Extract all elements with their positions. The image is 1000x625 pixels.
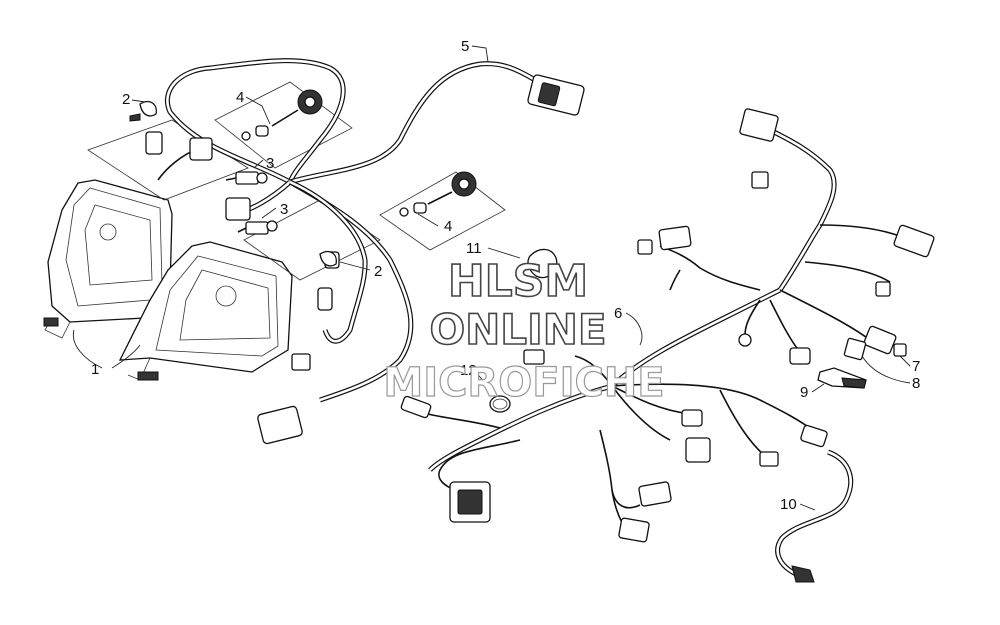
callout-4b: 4 <box>444 218 452 235</box>
callout-9: 9 <box>800 384 808 401</box>
callout-3b: 3 <box>280 201 288 218</box>
sensor-harness-10[interactable] <box>775 449 854 583</box>
bulb-socket-lower[interactable] <box>237 220 278 235</box>
callout-5: 5 <box>461 38 469 55</box>
watermark: HLSM ONLINE MICROFICHE <box>383 255 665 406</box>
callout-11: 11 <box>466 240 482 257</box>
watermark-line1: HLSM <box>448 256 588 307</box>
callout-leaders <box>72 45 911 511</box>
callout-7: 7 <box>912 358 920 375</box>
assembly-guides <box>87 81 506 281</box>
callout-10: 10 <box>780 496 797 513</box>
callout-labels: 2 4 3 3 2 4 5 1 11 12 6 7 8 9 10 <box>91 38 920 513</box>
fuse-7[interactable] <box>893 343 907 357</box>
callout-3a: 3 <box>266 155 274 172</box>
clip-11[interactable] <box>527 248 558 279</box>
boot-lower[interactable] <box>319 250 337 267</box>
boot-upper[interactable] <box>129 100 157 122</box>
main-harness[interactable] <box>400 108 935 543</box>
sensor-9[interactable] <box>817 367 867 389</box>
bulb-socket-upper[interactable] <box>225 171 268 185</box>
adjuster-upper[interactable] <box>241 89 323 141</box>
callout-2a: 2 <box>122 91 130 108</box>
callout-4a: 4 <box>236 89 244 106</box>
adjuster-lower[interactable] <box>399 171 477 217</box>
fuse-holder-8[interactable] <box>843 337 867 361</box>
headlight-harness[interactable] <box>145 58 585 445</box>
watermark-line3: MICROFICHE <box>383 360 664 406</box>
callout-1: 1 <box>91 361 99 378</box>
band-12[interactable] <box>489 395 511 413</box>
callout-8: 8 <box>912 375 920 392</box>
callout-12: 12 <box>460 362 477 379</box>
callout-2b: 2 <box>374 263 382 280</box>
callout-6: 6 <box>614 305 622 322</box>
watermark-line2: ONLINE <box>429 305 606 354</box>
